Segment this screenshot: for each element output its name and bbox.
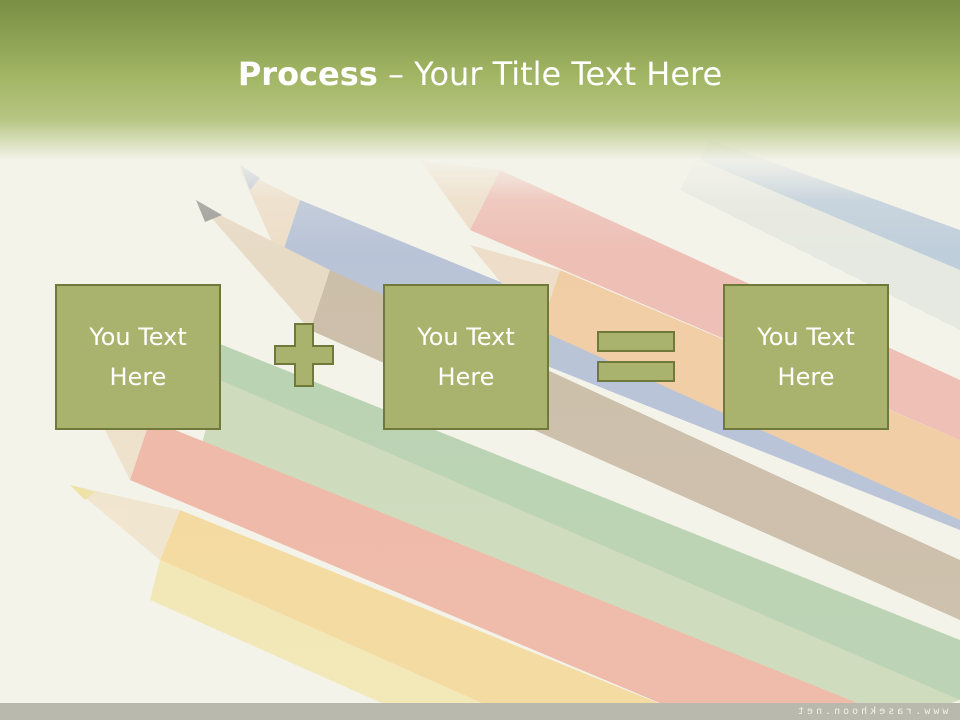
- process-box-3-line-2: Here: [777, 363, 835, 391]
- process-box-1[interactable]: You Text Here: [55, 284, 221, 430]
- process-box-2-line-2: Here: [437, 363, 495, 391]
- process-box-1-line-1: You Text: [89, 323, 187, 351]
- plus-icon: [274, 323, 334, 387]
- equals-icon: [597, 331, 675, 382]
- process-box-3[interactable]: You Text Here: [723, 284, 889, 430]
- process-box-2-text: You Text Here: [401, 317, 531, 397]
- process-box-2-line-1: You Text: [417, 323, 515, 351]
- footer-bar: [0, 703, 960, 720]
- slide-title[interactable]: Process – Your Title Text Here: [0, 52, 960, 96]
- process-box-3-line-1: You Text: [757, 323, 855, 351]
- footer-watermark-url: www.rasekhoon.net: [794, 706, 948, 717]
- process-box-2[interactable]: You Text Here: [383, 284, 549, 430]
- process-box-3-text: You Text Here: [741, 317, 871, 397]
- title-rest-text: – Your Title Text Here: [377, 55, 723, 93]
- process-box-1-text: You Text Here: [73, 317, 203, 397]
- title-banner: [0, 0, 960, 200]
- title-bold-text: Process: [237, 55, 378, 93]
- process-box-1-line-2: Here: [109, 363, 167, 391]
